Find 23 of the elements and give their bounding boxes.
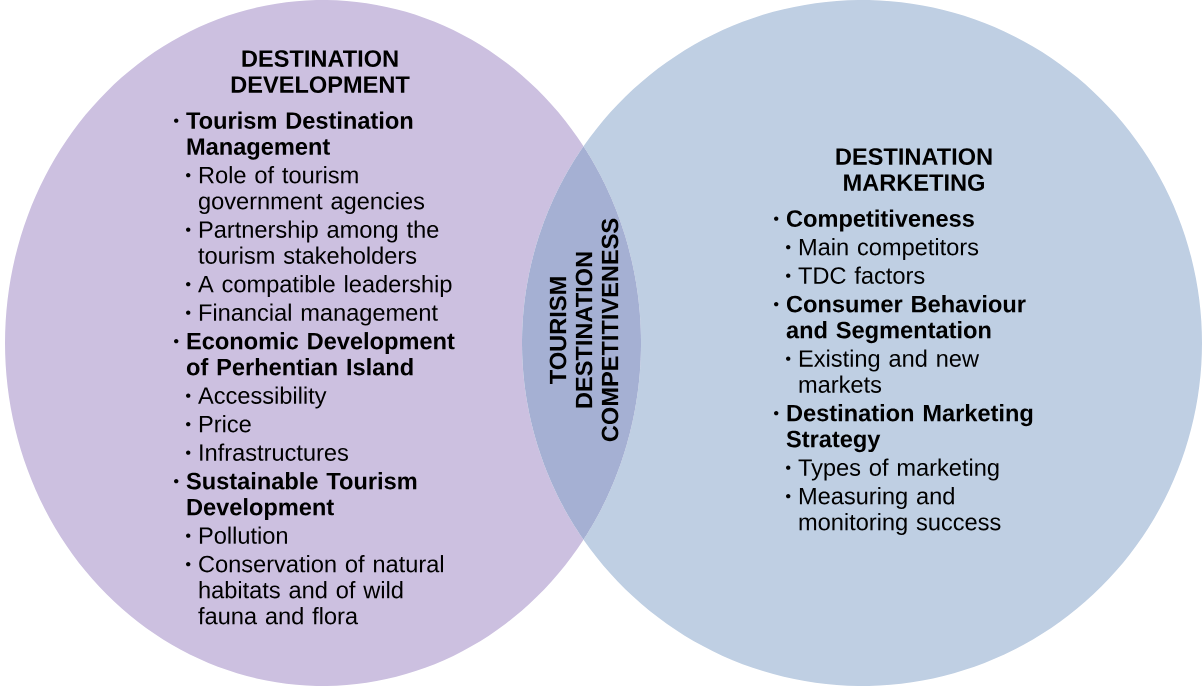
bullet-item: Role of tourism government agencies — [186, 166, 425, 215]
bullet-item: Economic Development of Perhentian Island — [174, 332, 455, 376]
bullet-item: Main competitors — [786, 238, 979, 261]
bullet-item: Infrastructures — [186, 443, 348, 461]
bullet-item: A compatible leadership — [186, 275, 452, 298]
bullet-item: Competitiveness — [774, 209, 974, 232]
bullet-item: Price — [186, 415, 251, 433]
bullet-item: Conservation of natural habitats and of wild fauna and flora — [186, 555, 443, 625]
bullet-item: Partnership among the tourism stakeholders — [186, 220, 439, 264]
bullet-item: Pollution — [186, 526, 287, 544]
bullet-item: Consumer Behaviour and Segmentation — [774, 295, 1026, 344]
bullet-item: TDC factors — [786, 266, 925, 284]
heading: DESTINATION MARKETING — [836, 148, 992, 191]
bullet-item: Tourism Destination Management — [174, 111, 413, 160]
bullet-item: Destination Marketing Strategy — [774, 404, 1033, 453]
heading: DESTINATION DEVELOPMENT — [231, 50, 410, 93]
bullet-item: Financial management — [186, 303, 438, 326]
bullet-item: Accessibility — [186, 386, 327, 409]
bullet-item: Sustainable Tourism Development — [174, 472, 417, 521]
bullet-item: Types of marketing — [786, 458, 999, 481]
bullet-item: Existing and new markets — [786, 349, 980, 393]
bullet-item: Measuring and monitoring success — [786, 487, 1001, 536]
overlap-region: TOURISM DESTINATION COMPETITIVENESS — [522, 146, 641, 540]
